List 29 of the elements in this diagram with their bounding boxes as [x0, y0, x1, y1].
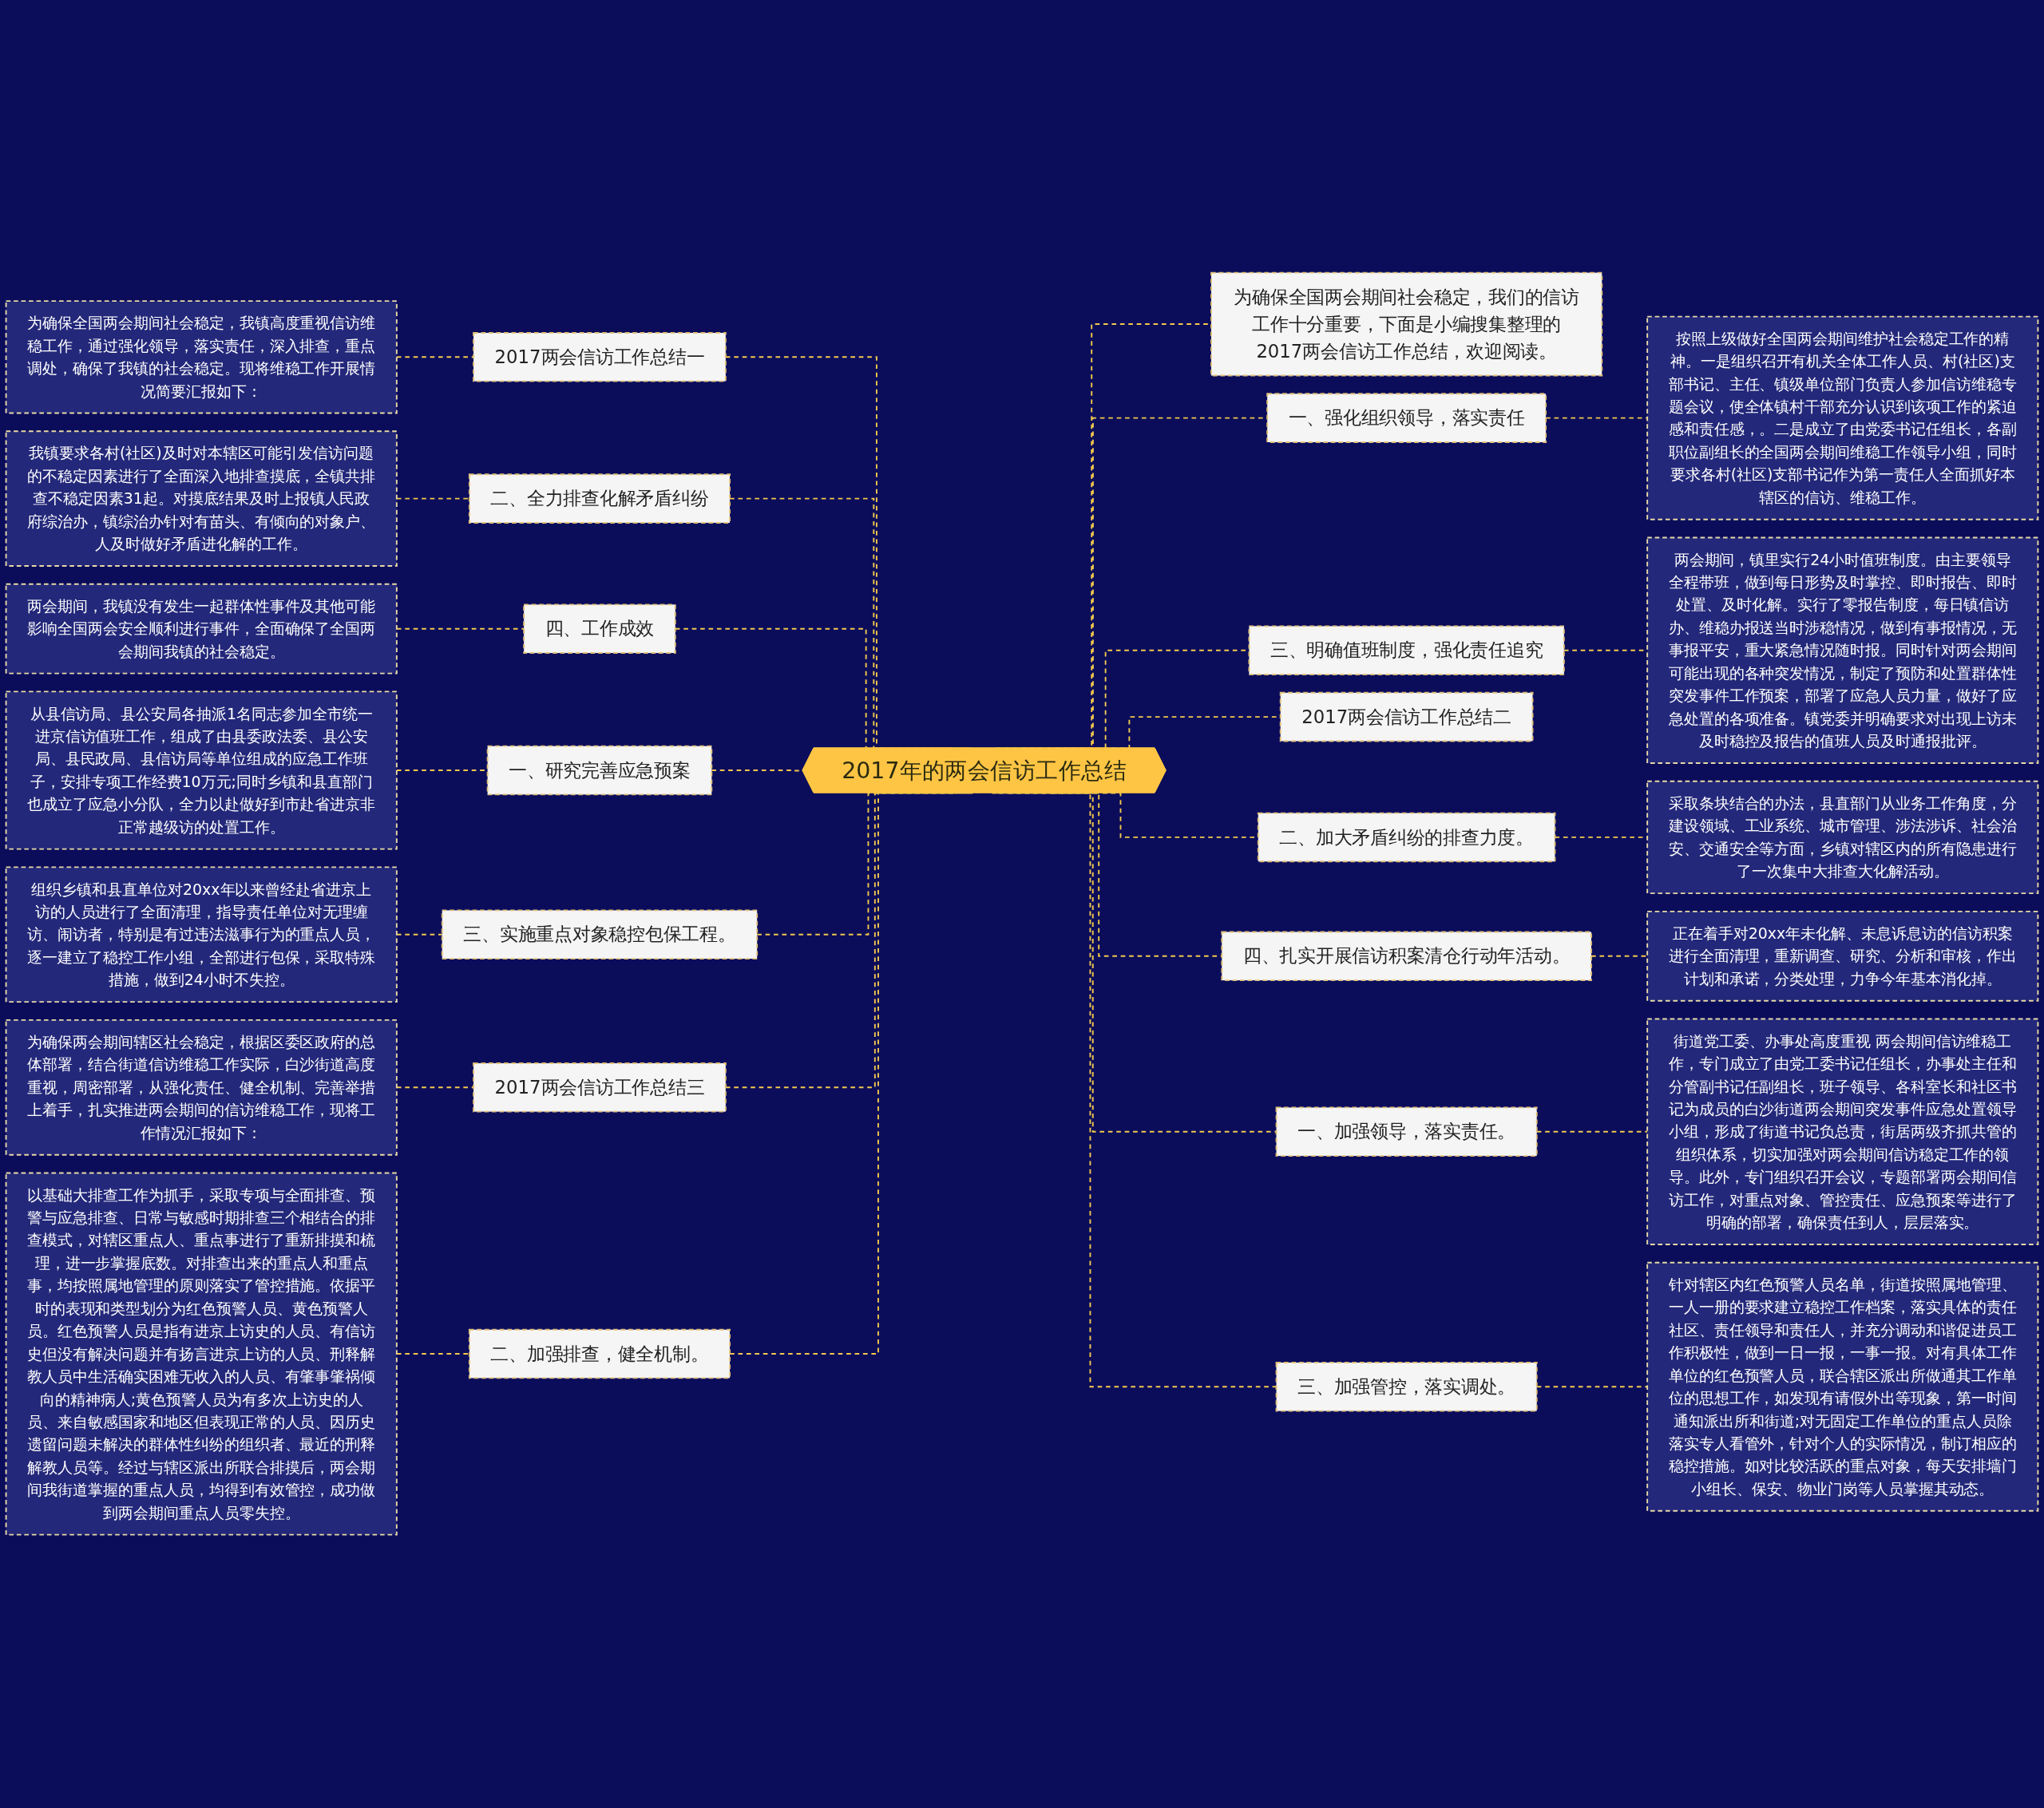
connector [1545, 417, 1649, 419]
node-box: 正在着手对20xx年未化解、未息诉息访的信访积案进行全面清理，重新调查、研究、分析和审核，作出计划和承诺，分类处理，力争今年基本消化掉。 [1646, 911, 2039, 1003]
node-box: 一、研究完善应急预案 [486, 746, 713, 796]
node-box: 针对辖区内红色预警人员名单，街道按照属地管理、一人一册的要求建立稳控工作档案，落实具体的责任社区、责任领导和责任人，并充分调动和谐促进员工作积极性，做到一日一报，一事一报。对有具体工作单位的红色预警人员，联合辖区派出所做通其工作单位的思想工作，如发现有请假外出等现象，第一时间通知派出所和街道;对无固定工作单位的重点人员除落实专人看管外，针对个人的实际情况，制订相应的稳控措施。如对比较活跃的重点对象，每天安排墙门小组长、保安、物业门岗等人员掌握其动态。 [1646, 1262, 2039, 1513]
node-box: 四、扎实开展信访积案清仓行动年活动。 [1221, 931, 1592, 982]
node-box: 街道党工委、办事处高度重视 两会期间信访维稳工作，专门成立了由党工委书记任组长，办事处主任和分管副书记任副组长，班子领导、各科室长和社区书记为成员的白沙街道两会期间突发事件应急处置领导小组，形成了街道书记负总责，街居两级齐抓共管的组织体系，切实加强对两会期间信访稳定工作的领导。此外，专门组织召开会议，专题部署两会期间信访工作，对重点对象、管控责任、应急预案等进行了明确的部署，确保责任到人，层层落实。 [1646, 1018, 2039, 1246]
node-box: 四、工作成效 [523, 603, 676, 655]
node-box: 一、加强领导，落实责任。 [1275, 1106, 1538, 1157]
node-box: 两会期间，我镇没有发生一起群体性事件及其他可能影响全国两会安全顺利进行事件，全面确保了全国两会期间我镇的社会稳定。 [5, 584, 398, 675]
node-box: 以基础大排查工作为抓手，采取专项与全面排查、预警与应急排查、日常与敏感时期排查三个相结合的排查模式，对辖区重点人、重点事进行了重新排摸和梳理，进一步掌握底数。对排查出来的重点人和重点事，均按照属地管理的原则落实了管控措施。依据平时的表现和类型划分为红色预警人员、黄色预警人员。红色预警人员是指有进京上访史的人员、有信访史但没有解决问题并有扬言进京上访的人员、刑释解教人员中生活确实困难无收入的人员、有肇事肇祸倾向的精神病人;黄色预警人员为有多次上访史的人员、来自敏感国家和地区但表现正常的人员、因历史遗留问题未解决的群体性纠纷的组织者、最近的刑释解教人员等。经过与辖区派出所联合排摸后，两会期间我街道掌握的重点人员，均得到有效管控，成功做到两会期间重点人员零失控。 [5, 1172, 398, 1536]
node-box: 2017两会信访工作总结三 [473, 1062, 727, 1113]
node-box: 我镇要求各村(社区)及时对本辖区可能引发信访问题的不稳定因素进行了全面深入地排查摸底，全镇共排查不稳定因素31起。对摸底结果及时上报镇人民政府综治办，镇综治办针对有苗头、有倾向的对象户、人及时做好矛盾进化解的工作。 [5, 430, 398, 568]
node-box: 三、明确值班制度，强化责任追究 [1248, 625, 1565, 676]
node-box: 二、全力排查化解矛盾纠纷 [468, 473, 731, 524]
node-box: 两会期间，镇里实行24小时值班制度。由主要领导全程带班，做到每日形势及时掌控、即时报告、即时处置、及时化解。实行了零报告制度，每日镇信访办、维稳办报送当时涉稳情况，做到有事报情况，无事报平安，重大紧急情况随时报。同时针对两会期间可能出现的各种突发情况，制定了预防和处置群体性突发事件工作预案，部署了应急人员力量，做好了应急处置的各项准备。镇党委并明确要求对出现上访未及时稳控及报告的值班人员及时通报批评。 [1646, 536, 2039, 765]
node-box: 按照上级做好全国两会期间维护社会稳定工作的精神。一是组织召开有机关全体工作人员、村(社区)支部书记、主任、镇级单位部门负责人参加信访维稳专题会议，使全体镇村干部充分认识到该项工作的紧迫感和责任感，。二是成立了由党委书记任组长，各副职位副组长的全国两会期间维稳工作领导小组，同时要求各村(社区)支部书记作为第一责任人全面抓好本辖区的信访、维稳工作。 [1646, 316, 2039, 520]
node-box: 为确保两会期间辖区社会稳定，根据区委区政府的总体部署，结合街道信访维稳工作实际，白沙街道高度重视，周密部署，从强化责任、健全机制、完善举措上着手，扎实推进两会期间的信访维稳工作，现将工作情况汇报如下： [5, 1019, 398, 1156]
node-box: 为确保全国两会期间社会稳定，我们的信访工作十分重要，下面是小编搜集整理的2017两会信访工作总结，欢迎阅读。 [1210, 272, 1603, 377]
node-box: 三、实施重点对象稳控包保工程。 [441, 909, 759, 960]
node-box: 二、加强排查，健全机制。 [468, 1329, 731, 1379]
node-box: 采取条块结合的办法，县直部门从业务工作角度，分建设领域、工业系统、城市管理、涉法涉诉、社会治安、交通安全等方面，乡镇对辖区内的所有隐患进行了一次集中大排查大化解活动。 [1646, 781, 2039, 895]
node-box: 为确保全国两会期间社会稳定，我镇高度重视信访维稳工作，通过强化领导，落实责任，深入排查，重点调处，确保了我镇的社会稳定。现将维稳工作开展情况简要汇报如下： [5, 300, 398, 414]
node-box: 2017两会信访工作总结一 [473, 332, 727, 382]
node-box: 三、加强管控，落实调处。 [1275, 1362, 1538, 1412]
node-box: 一、强化组织领导，落实责任 [1266, 393, 1547, 444]
node-box: 2017两会信访工作总结二 [1279, 692, 1534, 742]
node-box: 二、加大矛盾纠纷的排查力度。 [1257, 813, 1556, 863]
node-box: 组织乡镇和县直单位对20xx年以来曾经赴省进京上访的人员进行了全面清理，指导责任单位对无理缠访、闹访者，特别是有过违法滋事行为的重点人员，逐一建立了稳控工作小组，全部进行包保，采取特殊措施，做到24小时不失控。 [5, 866, 398, 1003]
node-box: 从县信访局、县公安局各抽派1名同志参加全市统一进京信访值班工作，组成了由县委政法委、县公安局、县民政局、县信访局等单位组成的应急工作班子，安排专项工作经费10万元;同时乡镇和县直部门也成立了应急小分队，全力以赴做好到市赴省进京非正常越级访的处置工作。 [5, 690, 398, 850]
